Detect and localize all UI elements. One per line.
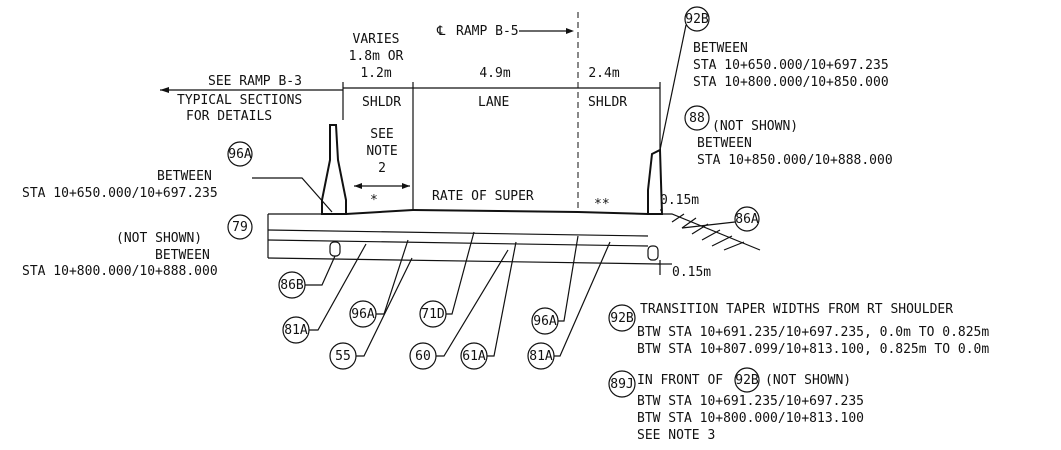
leader-71D xyxy=(446,231,475,315)
base-course-top xyxy=(267,229,649,237)
callout-86A xyxy=(734,206,760,232)
dim-015-top: 0.15m xyxy=(660,193,699,208)
callout-81A-left-text: 81A xyxy=(284,323,308,338)
lane-label: LANE xyxy=(478,95,509,110)
centerline-symbol: ℄ xyxy=(436,24,446,39)
lane-surface xyxy=(412,209,579,213)
shoulder-surface xyxy=(345,209,414,215)
shldr-left-label: SHLDR xyxy=(362,95,401,110)
callout-81A-right-text: 81A xyxy=(529,349,553,364)
typical-sections-line-2: FOR DETAILS xyxy=(186,109,272,124)
callout-55-text: 55 xyxy=(335,349,351,364)
double-star: ** xyxy=(594,197,610,212)
typical-sections-line-1: TYPICAL SECTIONS xyxy=(177,93,302,108)
centerline-label: RAMP B-5 xyxy=(456,24,519,39)
callout-71D-text: 71D xyxy=(421,307,445,322)
callout-79-text: 79 xyxy=(232,220,248,235)
see-ramp-label: SEE RAMP B-3 xyxy=(208,74,302,89)
varies-line-1: VARIES xyxy=(353,32,400,47)
leader-86B xyxy=(305,255,336,286)
callout-89J xyxy=(608,370,636,398)
callout-61A-text: 61A xyxy=(462,349,486,364)
callout-88-text: 88 xyxy=(689,111,705,126)
foreslope-line xyxy=(660,213,761,251)
lane-width-label: 4.9m xyxy=(479,66,510,81)
callout-92B-top-text: 92B xyxy=(685,12,709,27)
leader-81A-left xyxy=(309,243,367,331)
transition-title: TRANSITION TAPER WIDTHS FROM RT SHOULDER xyxy=(640,302,953,317)
varies-line-3: 1.2m xyxy=(360,66,391,81)
dim-015-bottom: 0.15m xyxy=(672,265,711,280)
callout-92B-note-text: 92B xyxy=(610,311,634,326)
base-course-bottom xyxy=(267,239,649,247)
callout-96A-left xyxy=(227,141,253,167)
centerline-arrow xyxy=(566,28,574,34)
see-ramp-arrow xyxy=(160,87,169,93)
callout-79 xyxy=(227,214,253,240)
shldr-right-label: SHLDR xyxy=(588,95,627,110)
callout-96A-left-text: 96A xyxy=(228,147,252,162)
shoulder-dim-arrow-left xyxy=(354,183,362,189)
leader-96A-right xyxy=(558,235,579,322)
right-barrier xyxy=(647,148,664,215)
shoulder-dim-arrow-right xyxy=(402,183,410,189)
front-not-shown: (NOT SHOWN) xyxy=(765,373,851,388)
callout-88 xyxy=(684,105,710,131)
see-note-line-1: SEE xyxy=(370,127,393,142)
leader-60 xyxy=(436,249,509,357)
leader-61A xyxy=(487,241,517,357)
right-shoulder-surface xyxy=(577,211,649,215)
right-shoulder-width-label: 2.4m xyxy=(588,66,619,81)
note-92B-between: BETWEEN xyxy=(693,41,748,56)
callout-86B-text: 86B xyxy=(280,278,304,293)
left-drain-pipe xyxy=(329,241,341,257)
note-88-not-shown: (NOT SHOWN) xyxy=(712,119,798,134)
note-88-between: BETWEEN xyxy=(697,136,752,151)
callout-92B-inline-text: 92B xyxy=(735,373,759,388)
note-96A-sta: STA 10+650.000/10+697.235 xyxy=(22,186,218,201)
rate-of-super-label: RATE OF SUPER xyxy=(432,189,534,204)
leader-55 xyxy=(356,257,413,357)
callout-92B-inline xyxy=(734,367,760,393)
leader-92B xyxy=(659,24,687,151)
transition-line-1: BTW STA 10+691.235/10+697.235, 0.0m TO 0… xyxy=(637,325,989,340)
front-line-2: BTW STA 10+800.000/10+813.100 xyxy=(637,411,864,426)
callout-96A-right-text: 96A xyxy=(533,314,557,329)
note-96A-between: BETWEEN xyxy=(157,169,212,184)
note-92B-sta2: STA 10+800.000/10+850.000 xyxy=(693,75,889,90)
note-92B-sta1: STA 10+650.000/10+697.235 xyxy=(693,58,889,73)
front-of-label: IN FRONT OF xyxy=(637,373,723,388)
see-note-line-2: NOTE xyxy=(366,144,397,159)
note-88-sta: STA 10+850.000/10+888.000 xyxy=(697,153,893,168)
callout-89J-text: 89J xyxy=(610,377,633,392)
note-79-not-shown: (NOT SHOWN) xyxy=(116,231,202,246)
ground-hatching xyxy=(671,213,745,251)
note-79-between: BETWEEN xyxy=(155,248,210,263)
callout-96A-mid-text: 96A xyxy=(351,307,375,322)
callout-86A-text: 86A xyxy=(735,212,759,227)
callout-92B-top xyxy=(684,6,710,32)
leader-86A xyxy=(681,221,736,229)
see-note-line-3: 2 xyxy=(378,161,386,176)
callout-92B-note xyxy=(608,304,636,332)
transition-line-2: BTW STA 10+807.099/10+813.100, 0.825m TO… xyxy=(637,342,989,357)
right-drain-pipe xyxy=(647,245,659,261)
front-line-1: BTW STA 10+691.235/10+697.235 xyxy=(637,394,864,409)
leader-81A-right xyxy=(554,241,611,357)
note-79-sta: STA 10+800.000/10+888.000 xyxy=(22,264,218,279)
leader-96A-left xyxy=(252,177,333,213)
left-barrier xyxy=(321,124,347,215)
single-star: * xyxy=(370,193,378,208)
front-line-3: SEE NOTE 3 xyxy=(637,428,715,443)
callout-60-text: 60 xyxy=(415,349,431,364)
varies-line-2: 1.8m OR xyxy=(349,49,404,64)
